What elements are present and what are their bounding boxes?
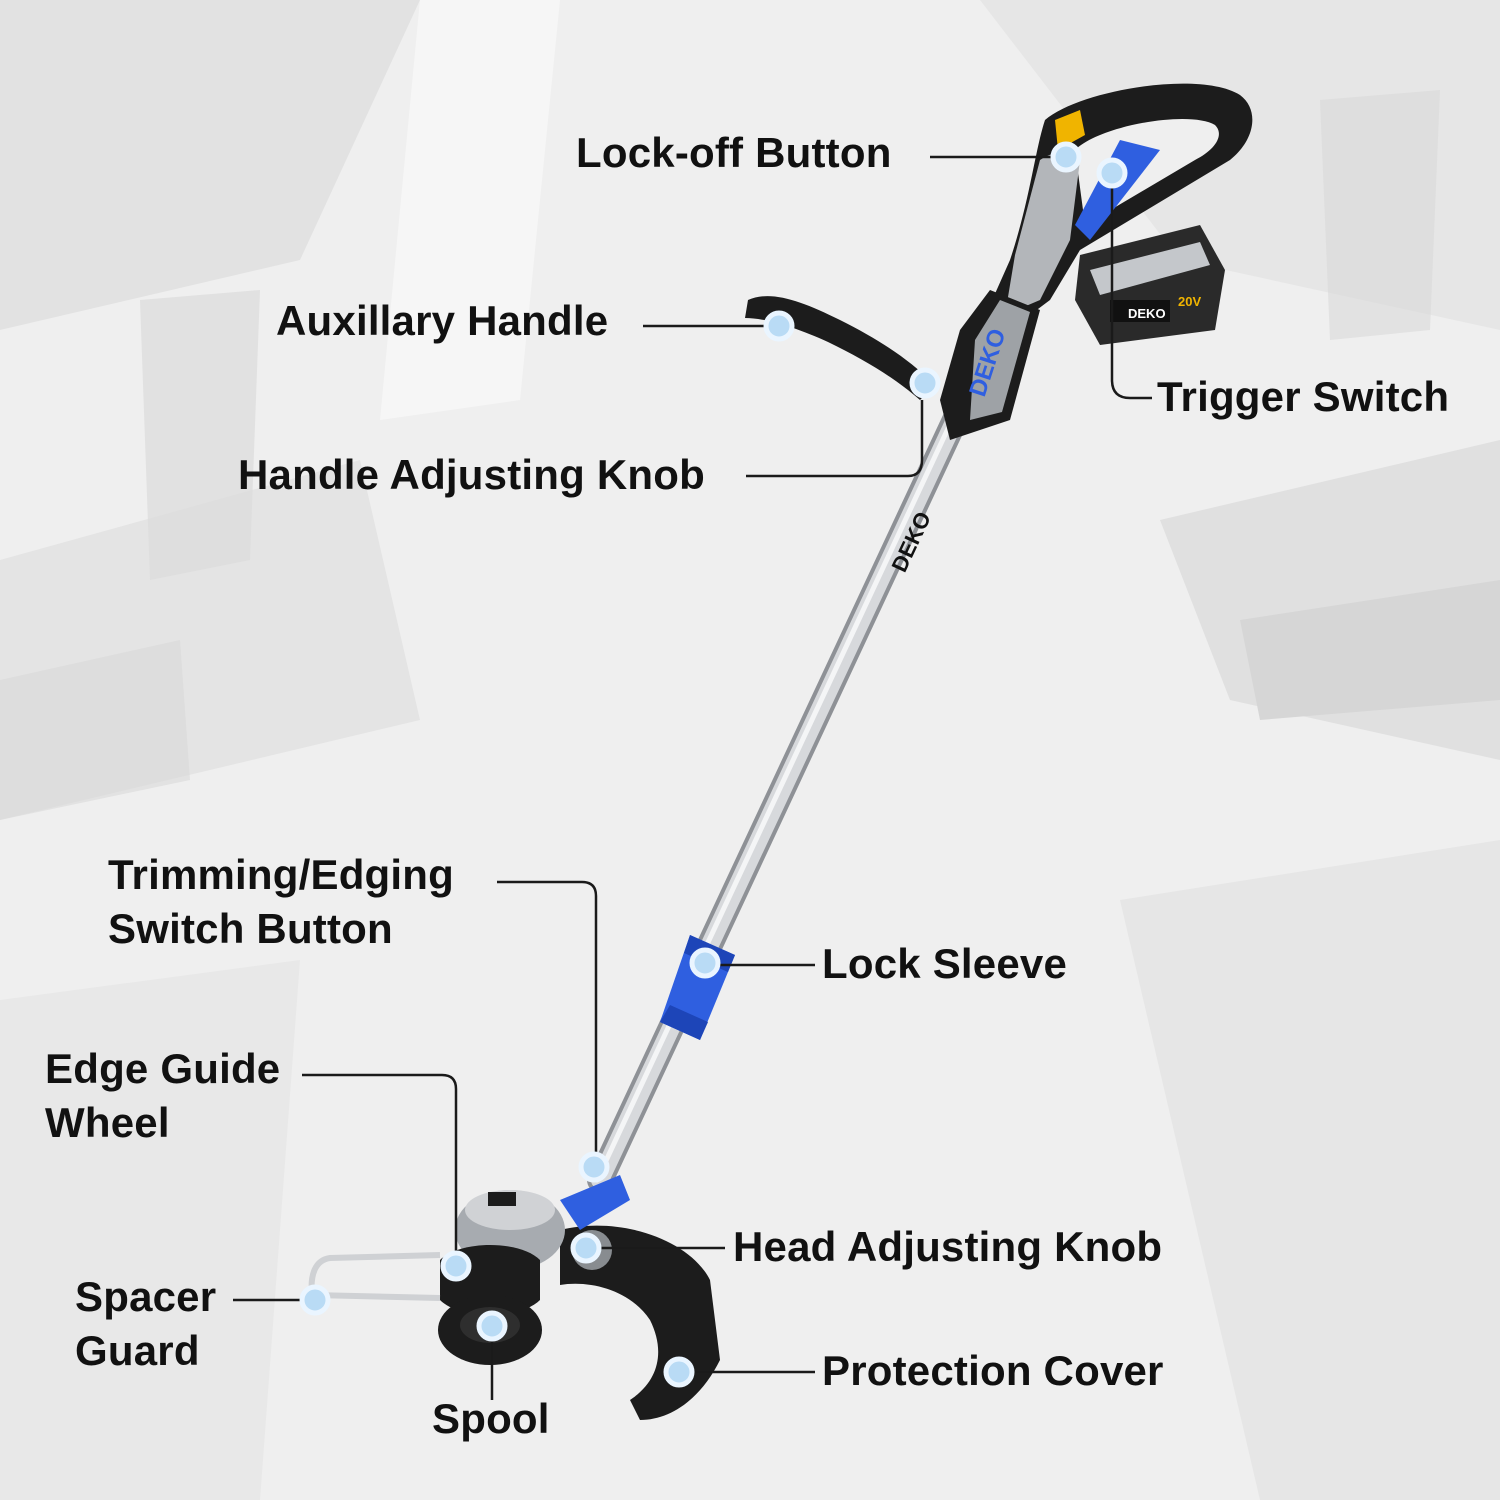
label-spacer-guard-line2: Guard bbox=[75, 1327, 200, 1374]
leader-lines bbox=[233, 155, 1152, 1400]
head-coupling bbox=[560, 1175, 630, 1230]
marker-trigger-switch bbox=[1096, 157, 1128, 189]
label-edge-guide-line2: Wheel bbox=[45, 1099, 170, 1146]
marker-spacer-guard bbox=[299, 1284, 331, 1316]
main-handle[interactable]: DEKO bbox=[940, 83, 1253, 440]
label-auxiliary-handle: Auxillary Handle bbox=[276, 294, 608, 348]
label-handle-adjusting-knob: Handle Adjusting Knob bbox=[238, 448, 705, 502]
battery-voltage: 20V bbox=[1178, 294, 1201, 309]
marker-lock-off-button bbox=[1050, 141, 1082, 173]
label-auxiliary-handle-text: Auxillary Handle bbox=[276, 297, 609, 344]
label-spool-text: Spool bbox=[432, 1395, 550, 1442]
label-trimming-switch-button: Trimming/Edging Switch Button bbox=[108, 848, 454, 956]
marker-edge-guide-wheel bbox=[440, 1250, 472, 1282]
label-lock-sleeve-text: Lock Sleeve bbox=[822, 940, 1068, 987]
marker-auxiliary-handle bbox=[763, 310, 795, 342]
marker-trimming-switch bbox=[578, 1151, 610, 1183]
label-spacer-guard: Spacer Guard bbox=[75, 1270, 216, 1378]
label-lock-off-button: Lock-off Button bbox=[576, 126, 892, 180]
label-protection-cover: Protection Cover bbox=[822, 1344, 1164, 1398]
marker-head-adjusting-knob bbox=[570, 1232, 602, 1264]
label-handle-adjusting-knob-text: Handle Adjusting Knob bbox=[238, 451, 705, 498]
label-trigger-switch-text: Trigger Switch bbox=[1157, 373, 1450, 420]
callout-markers bbox=[299, 141, 1128, 1388]
marker-protection-cover bbox=[663, 1356, 695, 1388]
label-trigger-switch: Trigger Switch bbox=[1157, 370, 1449, 424]
battery-pack: DEKO 20V bbox=[1075, 225, 1225, 345]
battery-logo: DEKO bbox=[1128, 306, 1166, 321]
marker-spool bbox=[476, 1310, 508, 1342]
label-trimming-switch-line1: Trimming/Edging bbox=[108, 851, 454, 898]
trimmer-head bbox=[308, 1175, 720, 1420]
label-head-adjusting-knob-text: Head Adjusting Knob bbox=[733, 1223, 1163, 1270]
marker-lock-sleeve bbox=[689, 947, 721, 979]
label-edge-guide-wheel: Edge Guide Wheel bbox=[45, 1042, 280, 1150]
label-spacer-guard-line1: Spacer bbox=[75, 1273, 217, 1320]
label-head-adjusting-knob: Head Adjusting Knob bbox=[733, 1220, 1162, 1274]
label-protection-cover-text: Protection Cover bbox=[822, 1347, 1164, 1394]
label-lock-sleeve: Lock Sleeve bbox=[822, 937, 1067, 991]
label-spool: Spool bbox=[432, 1392, 550, 1446]
label-edge-guide-line1: Edge Guide bbox=[45, 1045, 281, 1092]
label-lock-off-button-text: Lock-off Button bbox=[576, 129, 892, 176]
spacer-guard-wire bbox=[308, 1252, 441, 1301]
marker-handle-adjusting-knob bbox=[909, 367, 941, 399]
label-trimming-switch-line2: Switch Button bbox=[108, 905, 393, 952]
